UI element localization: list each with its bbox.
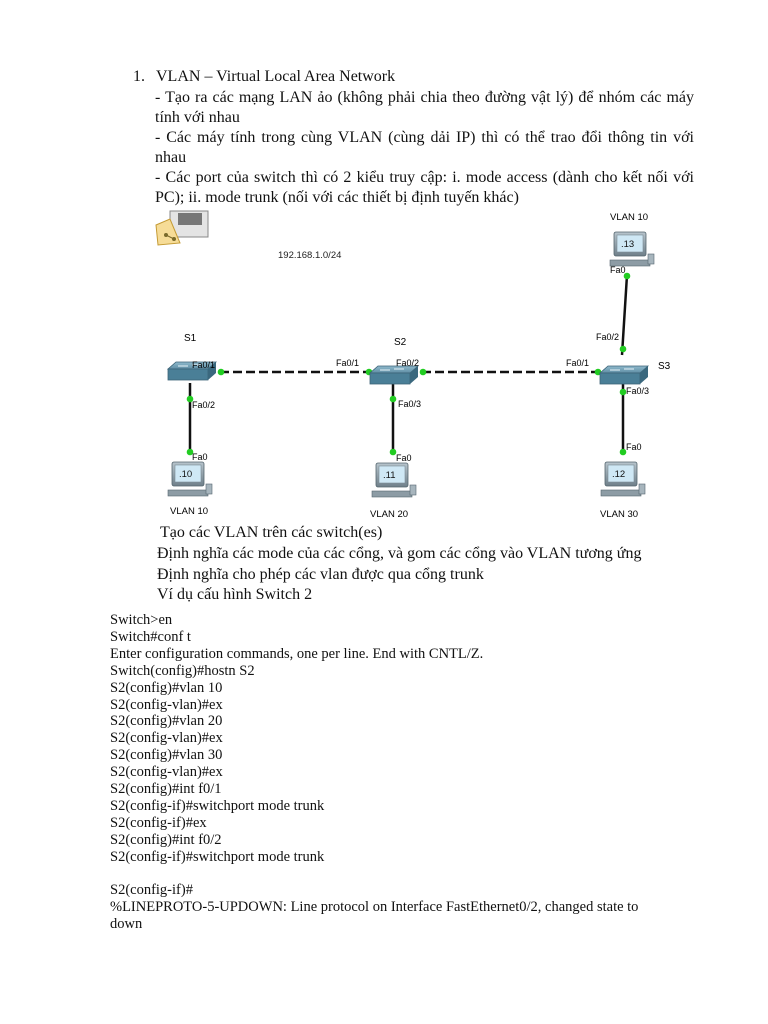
status-dot <box>619 448 627 456</box>
note-icon <box>155 210 209 246</box>
pc-ip-label: .11 <box>383 470 396 481</box>
port-label: Fa0 <box>396 453 412 463</box>
status-dot <box>619 388 627 396</box>
topology-svg: 192.168.1.0/24 <box>155 210 671 520</box>
pc-13[interactable]: .13 <box>609 231 655 267</box>
pc-11[interactable]: .11 <box>371 462 417 498</box>
config-line: Switch>en <box>110 612 173 628</box>
config-line: S2(config)#int f0/2 <box>110 831 222 848</box>
status-dot <box>389 395 397 403</box>
port-label: Fa0/2 <box>192 400 215 410</box>
pc-vlan-label: VLAN 10 <box>170 506 208 517</box>
port-label: Fa0 <box>192 452 208 462</box>
config-line: %LINEPROTO-5-UPDOWN: Line protocol on In… <box>110 899 639 916</box>
port-label: Fa0/2 <box>596 332 619 342</box>
config-line: S2(config-vlan)#ex <box>110 764 223 781</box>
switch-s2[interactable] <box>368 365 420 385</box>
config-blank-line <box>110 866 638 883</box>
port-label: Fa0/1 <box>566 358 589 368</box>
status-dot <box>186 395 194 403</box>
port-label: Fa0/3 <box>626 386 649 396</box>
config-listing: Switch>en Switch#conf t Enter configurat… <box>110 612 638 933</box>
pc-vlan-label: VLAN 20 <box>370 509 408 520</box>
status-dot <box>186 448 194 456</box>
status-dot <box>619 345 627 353</box>
pc-ip-label: .10 <box>179 469 192 480</box>
pc-12[interactable]: .12 <box>600 461 646 497</box>
pc-ip-label: .13 <box>621 239 634 250</box>
pc-vlan-label: VLAN 30 <box>600 509 638 520</box>
port-labels: Fa0/1 Fa0/2 Fa0 Fa0/1 Fa0/2 Fa0/3 Fa0 Fa… <box>192 265 649 463</box>
status-dot <box>217 368 225 376</box>
config-line: S2(config-if)# <box>110 882 193 899</box>
port-label: Fa0/1 <box>192 360 215 370</box>
port-label: Fa0/3 <box>398 399 421 409</box>
bullet-paragraph: - Các port của switch thì có 2 kiểu truy… <box>155 169 694 206</box>
step-line: Ví dụ cấu hình Switch 2 <box>157 586 313 603</box>
link-s3-pc13 <box>620 274 629 356</box>
step-line: Định nghĩa cho phép các vlan được qua cổ… <box>157 566 484 583</box>
step-line: Định nghĩa các mode của các cổng, và gom… <box>157 545 642 562</box>
config-line: S2(config)#vlan 10 <box>110 679 223 696</box>
switch-label-s2: S2 <box>394 337 407 348</box>
network-label: 192.168.1.0/24 <box>278 250 341 261</box>
pc-ip-label: .12 <box>612 469 625 480</box>
switch-s1[interactable] <box>166 361 218 381</box>
pc-10[interactable]: .10 <box>167 461 213 497</box>
port-label: Fa0/1 <box>336 358 359 368</box>
status-dot <box>419 368 427 376</box>
status-dot <box>389 448 397 456</box>
bullet-paragraph: - Tạo ra các mạng LAN ảo (không phải chi… <box>155 89 694 126</box>
config-line: down <box>110 916 143 933</box>
heading-title: VLAN – Virtual Local Area Network <box>156 68 396 85</box>
switch-s3[interactable] <box>598 365 650 385</box>
switch-label-s3: S3 <box>658 361 670 372</box>
port-label: Fa0/2 <box>396 358 419 368</box>
config-line: Switch#conf t <box>110 628 191 645</box>
step-line: Tạo các VLAN trên các switch(es) <box>160 524 383 541</box>
config-line: Switch(config)#hostn S2 <box>110 662 255 679</box>
section-heading: 1. VLAN – Virtual Local Area Network <box>133 68 395 86</box>
status-dot <box>623 272 631 280</box>
pc-vlan-label: VLAN 10 <box>610 212 648 223</box>
config-line: S2(config)#int f0/1 <box>110 781 222 798</box>
config-line: S2(config-vlan)#ex <box>110 730 223 747</box>
network-topology-diagram: 192.168.1.0/24 <box>150 205 671 525</box>
links <box>188 274 629 453</box>
bullet-paragraph: - Các máy tính trong cùng VLAN (cùng dải… <box>155 129 694 166</box>
config-line: S2(config-if)#switchport mode trunk <box>110 797 325 814</box>
config-line: Enter configuration commands, one per li… <box>110 645 484 662</box>
config-line: S2(config)#vlan 20 <box>110 713 223 730</box>
link-status-dots <box>186 272 631 456</box>
config-line: S2(config-if)#ex <box>110 814 207 831</box>
config-line: S2(config)#vlan 30 <box>110 747 223 764</box>
port-label: Fa0 <box>610 265 626 275</box>
port-label: Fa0 <box>626 442 642 452</box>
config-line: S2(config-vlan)#ex <box>110 696 223 713</box>
config-line: S2(config-if)#switchport mode trunk <box>110 848 325 865</box>
heading-number: 1. <box>133 68 145 85</box>
switch-label-s1: S1 <box>184 333 197 344</box>
